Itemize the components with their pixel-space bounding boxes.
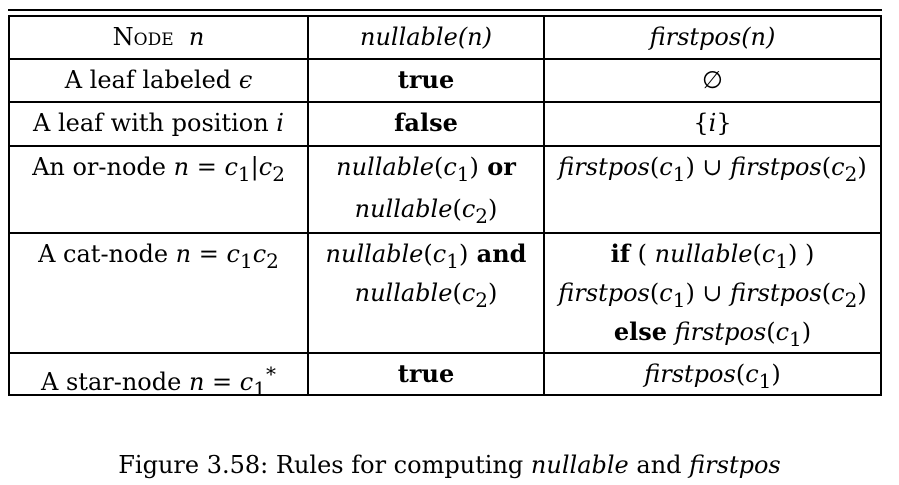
table-left-border	[8, 15, 10, 396]
table-bottom-rule	[8, 394, 882, 396]
row-cat-node-nullable-line2: nullable(c2)	[354, 279, 498, 312]
row-leaf-position-firstpos: {i}	[693, 109, 732, 137]
table-top-rule-outer	[8, 9, 882, 11]
row-divider	[8, 145, 882, 147]
row-cat-node-nullable-line1: nullable(c1) and	[325, 239, 527, 273]
row-divider	[8, 232, 882, 234]
row-leaf-epsilon-firstpos: ∅	[702, 66, 723, 94]
row-cat-node-node: A cat-node n = c1c2	[38, 240, 279, 273]
row-or-node-nullable-line2: nullable(c2)	[354, 195, 498, 228]
row-leaf-epsilon-node: A leaf labeled ϵ	[64, 66, 253, 94]
row-divider	[8, 352, 882, 354]
row-cat-node-firstpos-line3: else firstpos(c1)	[613, 317, 812, 351]
table-right-border	[880, 15, 882, 396]
figure-caption: Figure 3.58: Rules for computing nullabl…	[118, 451, 781, 479]
header-divider	[8, 58, 882, 60]
row-divider	[8, 101, 882, 103]
header-node: Node n	[112, 23, 205, 51]
row-or-node-nullable-line1: nullable(c1) or	[336, 152, 516, 186]
column-divider	[307, 15, 309, 396]
row-or-node-firstpos: firstpos(c1) ∪ firstpos(c2)	[558, 153, 867, 186]
row-leaf-epsilon-nullable: true	[397, 65, 455, 94]
row-cat-node-firstpos-line2: firstpos(c1) ∪ firstpos(c2)	[558, 279, 867, 312]
header-nullable: nullable(n)	[359, 23, 492, 51]
row-leaf-position-nullable: false	[394, 108, 458, 137]
row-star-node-nullable: true	[397, 359, 455, 388]
row-leaf-position-node: A leaf with position i	[33, 109, 284, 137]
row-star-node-firstpos: firstpos(c1)	[644, 360, 781, 393]
row-or-node-node: An or-node n = c1|c2	[32, 153, 285, 186]
table-top-rule-inner	[8, 15, 882, 17]
column-divider	[543, 15, 545, 396]
row-cat-node-firstpos-line1: if ( nullable(c1) )	[610, 239, 815, 273]
row-star-node-node: A star-node n = c1*	[41, 362, 276, 401]
header-firstpos: firstpos(n)	[649, 23, 776, 51]
